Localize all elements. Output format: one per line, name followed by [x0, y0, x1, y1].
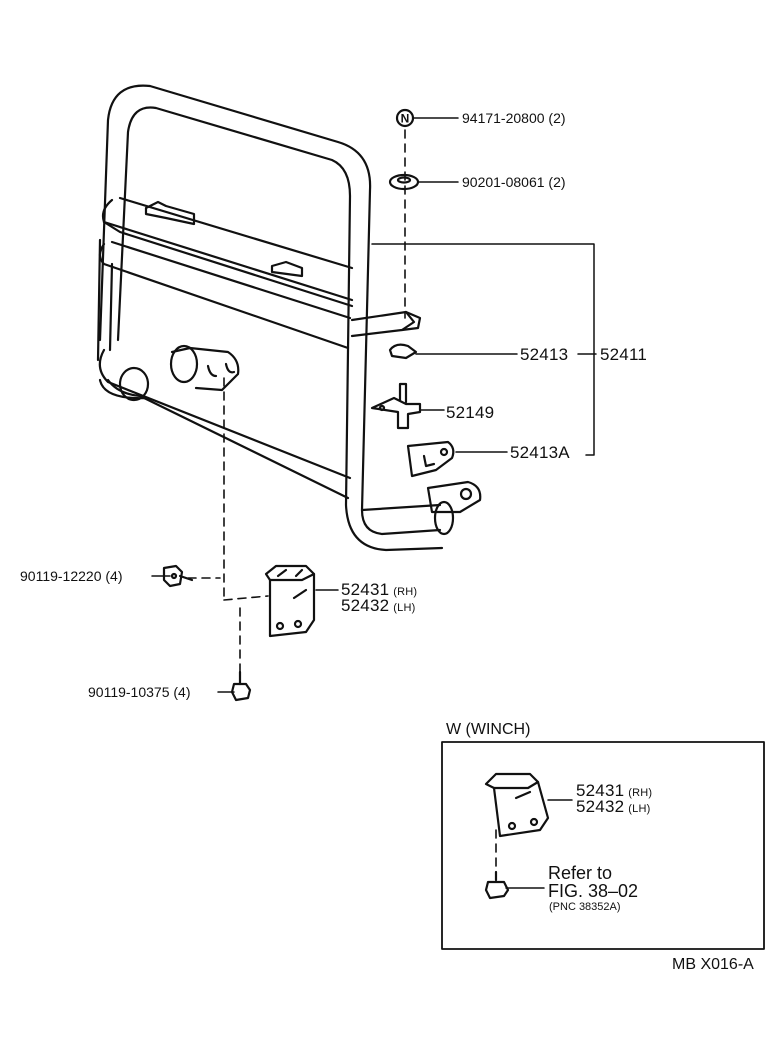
nut-symbol: N: [401, 112, 410, 126]
label-52432: 52432(LH): [341, 597, 415, 614]
winch-inset-box: [441, 741, 765, 950]
bracket-winch-icon: [484, 772, 550, 838]
part-number: 52411: [600, 345, 648, 364]
part-qty: (2): [548, 174, 566, 190]
plate-52149-icon: [370, 382, 422, 430]
part-number: 52431: [341, 580, 390, 599]
refer-pnc: (PNC 38352A): [549, 901, 621, 913]
inset-title: W (WINCH): [446, 721, 531, 738]
part-number: 94171-20800: [462, 110, 545, 126]
part-number: 52413A: [510, 443, 570, 462]
inset-label-52432: 52432(LH): [576, 798, 650, 815]
part-number: 52432: [576, 797, 625, 816]
part-qty: (4): [105, 568, 123, 584]
label-52413: 52413: [520, 346, 568, 363]
part-qty: (2): [548, 110, 566, 126]
part-side: (LH): [393, 602, 416, 614]
label-52149: 52149: [446, 404, 494, 421]
part-side: (RH): [628, 787, 653, 799]
part-number: 52413: [520, 345, 569, 364]
label-90201-08061: 90201-08061 (2): [462, 175, 566, 189]
part-number: 52149: [446, 403, 495, 422]
label-90119-10375: 90119-10375 (4): [88, 685, 191, 699]
nut-icon: [395, 108, 415, 128]
inset-label-52431: 52431(RH): [576, 782, 652, 799]
part-side: (LH): [628, 803, 651, 815]
bracket-52413-icon: [388, 343, 418, 360]
figure-code: MB X016-A: [672, 956, 754, 973]
bolt-10375-icon: [230, 670, 252, 702]
label-52431: 52431(RH): [341, 581, 417, 598]
grille-guard: [96, 84, 482, 552]
label-90119-12220: 90119-12220 (4): [20, 569, 123, 583]
bracket-52413A-icon: [406, 440, 455, 478]
leader-lines: [151, 117, 597, 889]
refer-figure-link[interactable]: FIG. 38–02: [548, 881, 639, 901]
part-number: 90119-12220: [20, 568, 102, 584]
part-side: (RH): [393, 586, 418, 598]
part-number: 90201-08061: [462, 174, 545, 190]
part-number: 52432: [341, 596, 390, 615]
label-52411: 52411: [600, 346, 647, 363]
bolt-12220-icon: [162, 564, 194, 588]
bracket-52431-icon: [264, 564, 316, 638]
bolt-winch-icon: [484, 870, 510, 900]
label-94171-20800: 94171-20800 (2): [462, 111, 566, 125]
label-52413A: 52413A: [510, 444, 570, 461]
part-number: 52431: [576, 781, 625, 800]
assembly-lines: [187, 129, 497, 873]
washer-icon: [388, 173, 420, 191]
refer-to-text: Refer to: [548, 863, 613, 883]
part-qty: (4): [173, 684, 191, 700]
part-number: 90119-10375: [88, 684, 170, 700]
